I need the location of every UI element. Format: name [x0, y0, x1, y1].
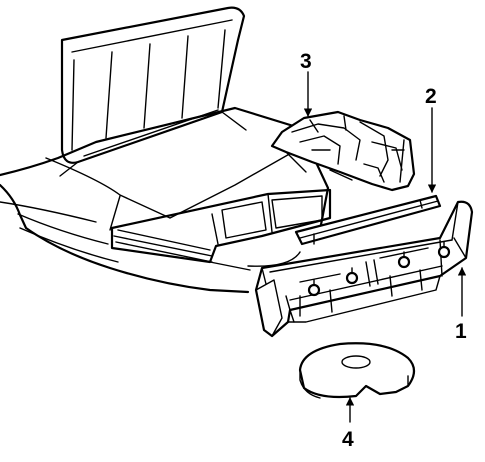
callout-3: 3 — [300, 50, 312, 73]
vehicle-rear-body — [0, 6, 332, 294]
part-3-trunk-trim — [270, 110, 416, 192]
part-1-bumper-absorber — [254, 200, 474, 338]
center-hole-icon — [341, 355, 371, 369]
callout-1: 1 — [455, 320, 467, 343]
callout-4: 4 — [342, 428, 354, 451]
stud-icon — [307, 283, 321, 297]
part-4-spare-cover — [298, 342, 416, 399]
stud-icon — [345, 271, 359, 285]
stud-icon — [397, 255, 411, 269]
part-2-sill-plate — [294, 194, 442, 246]
stud-icon — [437, 245, 451, 259]
callout-2: 2 — [425, 85, 437, 108]
leader-lines — [303, 71, 467, 423]
